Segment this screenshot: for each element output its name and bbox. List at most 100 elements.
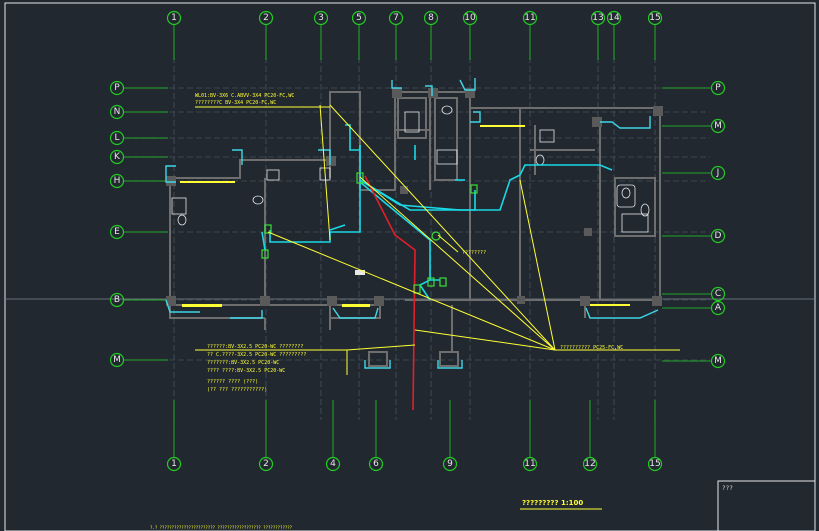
axis-circle [258, 10, 274, 26]
axis-circle [258, 456, 274, 472]
axis-bubbles-right: P M J D CA M [710, 80, 726, 369]
axis-label: 15 [649, 459, 660, 469]
axis-circle [109, 104, 125, 120]
axis-bubble-bottom-1: 1 [166, 456, 182, 472]
note-line: ????????C BV-3X4 PC20-FC,WC [195, 100, 276, 106]
axis-circle [109, 80, 125, 96]
axis-bubble-top-7: 7 [388, 10, 404, 26]
axis-bubble-bottom-15: 15 [647, 456, 663, 472]
axis-circle [710, 353, 726, 369]
axis-circle [109, 149, 125, 165]
axis-label: B [114, 295, 120, 305]
axis-bubble-left-L: L [109, 130, 125, 146]
axis-circle [606, 10, 622, 26]
axis-bubble-right-J: J [710, 165, 726, 181]
axis-bubble-right-P: P [710, 80, 726, 96]
axis-bubble-bottom-9: 9 [442, 456, 458, 472]
axis-label: M [714, 121, 722, 131]
axis-bubble-left-M: M [109, 352, 125, 368]
axis-bubble-top-8: 8 [423, 10, 439, 26]
axis-bubble-top-5: 5 [351, 10, 367, 26]
axis-circle [582, 456, 598, 472]
axis-label: 11 [524, 459, 535, 469]
axis-circle [313, 10, 329, 26]
sheet-border [4, 2, 816, 531]
axis-label: 1 [171, 459, 177, 469]
axis-label: E [114, 227, 120, 237]
note-line: WL01:BV-3X6 C.ABVV-3X4 PC20-FC,WC [195, 93, 294, 99]
structural-columns [166, 88, 663, 306]
axis-label: D [715, 231, 722, 241]
axis-label: 2 [263, 459, 269, 469]
note-line: (?? ??? ???????????) [207, 387, 267, 393]
axis-bubble-top-13: 13 [590, 10, 606, 26]
axis-circle [522, 456, 538, 472]
axis-label: 10 [464, 13, 476, 23]
axis-circle [647, 456, 663, 472]
axis-label: 11 [524, 13, 535, 23]
note-line: ?? C.????-3X2.5 PC20-WC ????????? [207, 352, 306, 358]
right-callout-note: ?????????? PC25-FC,WC [560, 345, 623, 351]
axis-bubble-left-H: H [109, 173, 125, 189]
axis-bubble-right-C: C [710, 286, 726, 302]
axis-label: P [114, 83, 120, 93]
axis-bubble-right-D: D [710, 228, 726, 244]
axis-label: 14 [608, 13, 620, 23]
mid-tag-note: ???????? [462, 250, 486, 256]
axis-circle [647, 10, 663, 26]
axis-circle [710, 300, 726, 316]
axis-circle [442, 456, 458, 472]
axis-label: 15 [649, 13, 660, 23]
axis-label: 3 [318, 13, 324, 23]
axis-circle [710, 80, 726, 96]
axis-circle [351, 10, 367, 26]
axis-bubble-right-M: M [710, 353, 726, 369]
axis-label: H [114, 176, 121, 186]
note-line: ???????:BV-3X2.5 PC20-WC [207, 360, 279, 366]
footer-note: ?.? ??????????????????????? ????????????… [150, 525, 293, 530]
axis-label: 4 [330, 459, 336, 469]
axis-circle [388, 10, 404, 26]
axis-bubble-bottom-4: 4 [325, 456, 341, 472]
axis-label: L [114, 133, 119, 143]
note-line: ??????:BV-3X2.5 PC20-WC ???????? [207, 344, 303, 350]
outlet-markers [261, 172, 478, 294]
axis-bubble-top-3: 3 [313, 10, 329, 26]
axis-label: J [716, 168, 720, 178]
axis-label: A [715, 303, 722, 313]
axis-circle [710, 118, 726, 134]
axis-bubble-left-P: P [109, 80, 125, 96]
axis-circle [166, 456, 182, 472]
axis-circle [368, 456, 384, 472]
axis-circle [109, 173, 125, 189]
axis-circle [109, 352, 125, 368]
axis-label: P [715, 83, 721, 93]
axis-bubble-bottom-12: 12 [582, 456, 598, 472]
axis-bubble-left-N: N [109, 104, 125, 120]
axis-label: M [714, 356, 722, 366]
axis-bubble-top-10: 10 [462, 10, 478, 26]
axis-label: 12 [584, 459, 595, 469]
axis-bubbles-left: P N LK H E B M [109, 80, 125, 368]
axis-label: 7 [393, 13, 399, 23]
axis-label: 1 [171, 13, 177, 23]
axis-label: 13 [592, 13, 603, 23]
axis-circle [109, 224, 125, 240]
axis-bubble-bottom-6: 6 [368, 456, 384, 472]
axis-bubble-bottom-11: 11 [522, 456, 538, 472]
axis-bubble-right-M: M [710, 118, 726, 134]
axis-label: 5 [356, 13, 362, 23]
axis-circle [590, 10, 606, 26]
axis-bubble-right-A: A [710, 300, 726, 316]
axis-circle [462, 10, 478, 26]
axis-label: K [114, 152, 121, 162]
drawing-title: ????????? 1:100 [522, 499, 583, 507]
axis-bubble-left-E: E [109, 224, 125, 240]
axis-circle [522, 10, 538, 26]
circuit-wiring [261, 124, 613, 301]
axis-bubble-bottom-2: 2 [258, 456, 274, 472]
leader-lines [195, 104, 680, 375]
